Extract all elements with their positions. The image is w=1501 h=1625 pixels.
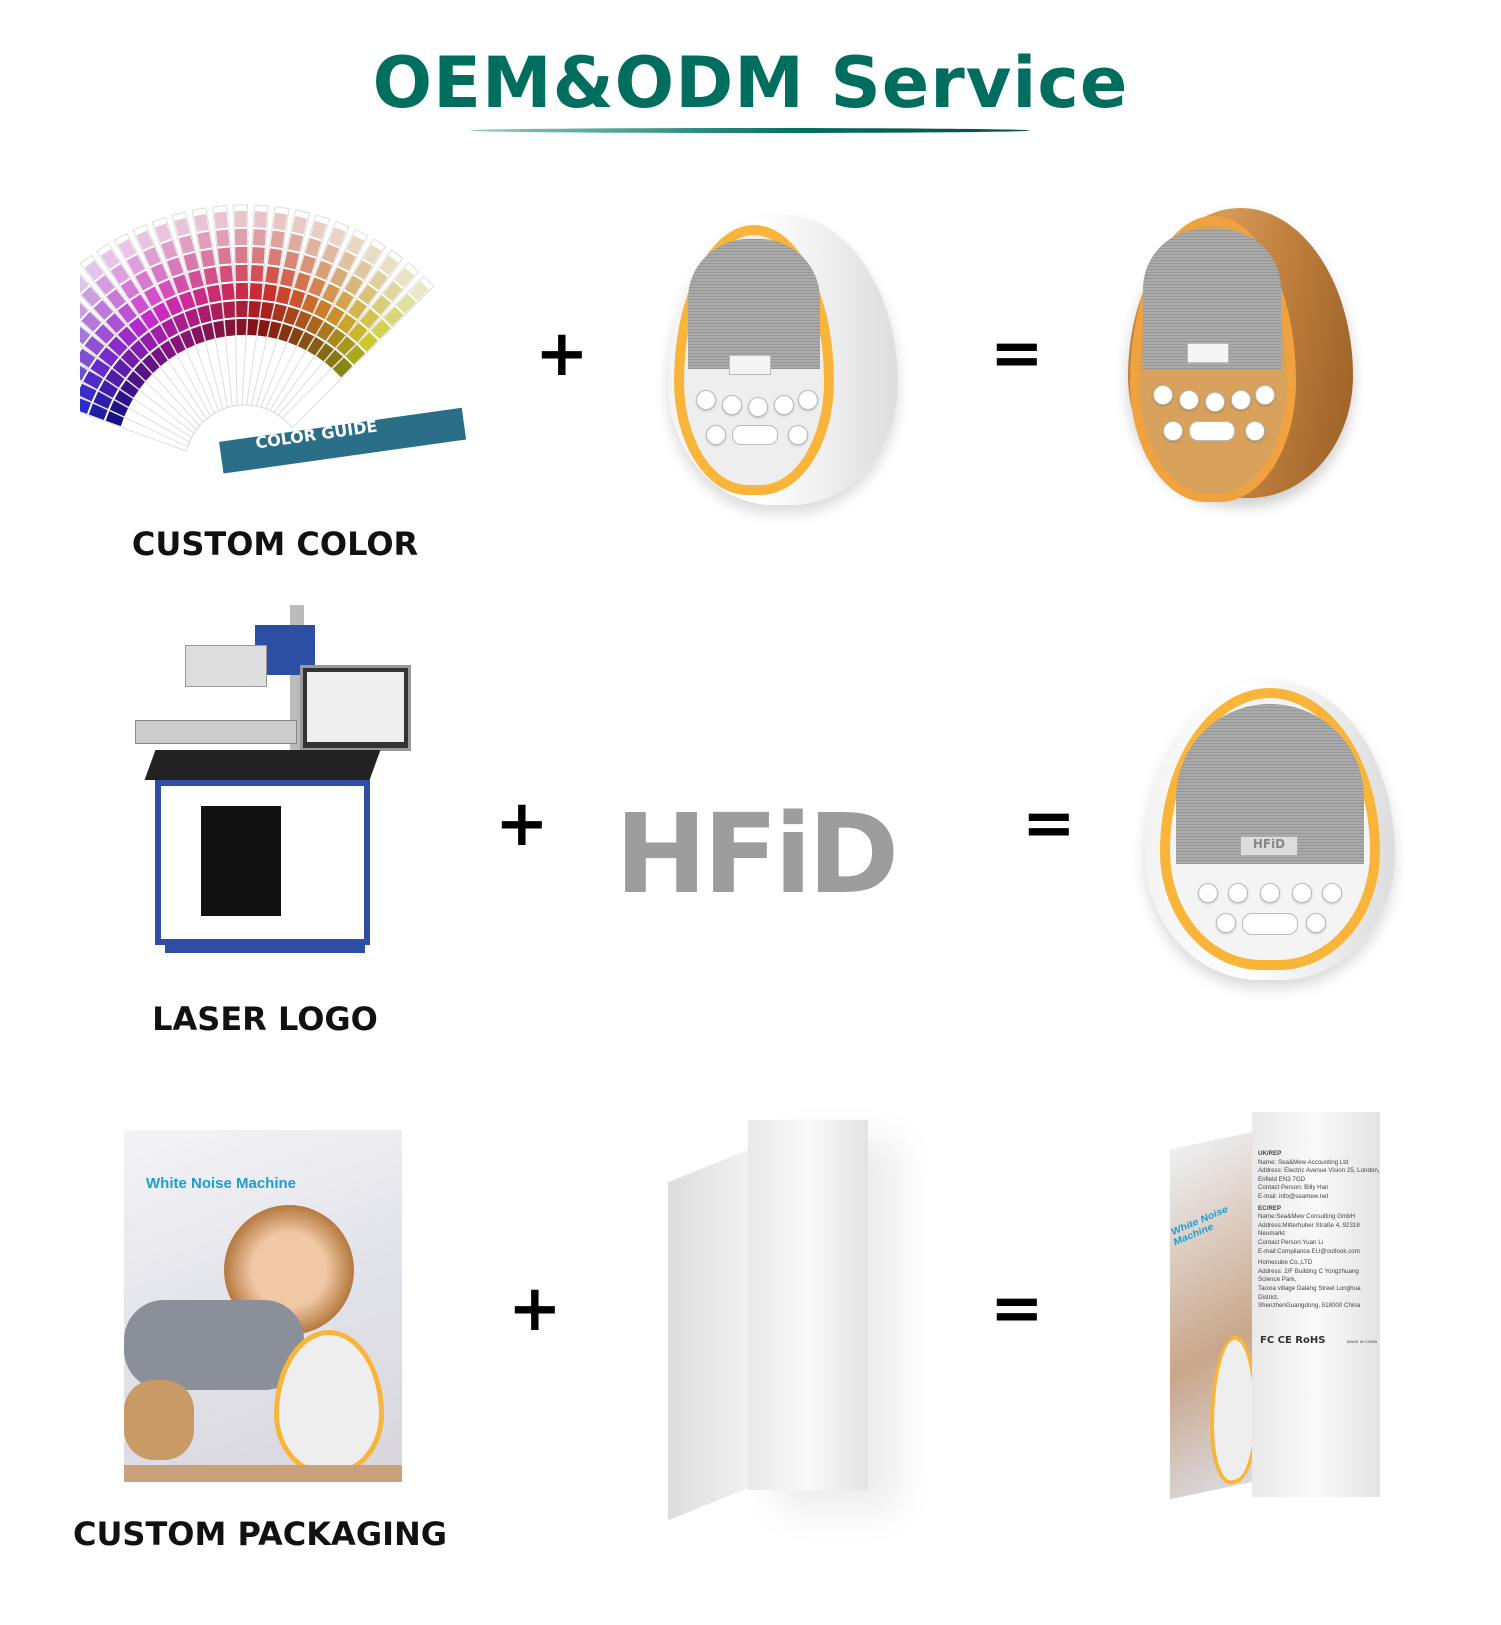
box-side-title: White Noise Machine	[1170, 1204, 1229, 1249]
made-in-text: MADE IN CHINA	[1347, 1339, 1378, 1344]
blank-box-image	[668, 1120, 868, 1521]
box-label-line: E-mail: info@seamew.net	[1258, 1192, 1329, 1200]
page-title: OEM&ODM Service	[372, 42, 1129, 124]
custom-color-label: CUSTOM COLOR	[131, 525, 419, 563]
color-swatch-strip	[250, 209, 311, 409]
laser-logo-label: LASER LOGO	[152, 1000, 378, 1038]
hfid-logo: HFiD	[615, 790, 899, 918]
laser-engraving-machine-image	[135, 605, 415, 985]
custom-packaging-label: CUSTOM PACKAGING	[72, 1515, 448, 1553]
color-swatch-strip	[80, 331, 197, 443]
packaging-cover-image: White Noise Machine	[124, 1130, 402, 1482]
plus-sign: +	[508, 1272, 562, 1346]
box-label-line: Address: 2/F Building C Yongzhuang Scien…	[1258, 1267, 1359, 1284]
white-noise-device-plain	[668, 215, 898, 505]
equals-sign: =	[1022, 787, 1076, 861]
white-noise-device-wood	[1128, 208, 1353, 502]
box-label-line: ShenzhenGuangdong, 518000 China	[1258, 1302, 1361, 1310]
plus-sign: +	[535, 317, 589, 391]
color-swatch-strip	[246, 206, 290, 408]
color-swatch-strip	[255, 214, 331, 411]
cert-marks: FC CE RoHS	[1260, 1335, 1326, 1346]
box-label-line: Enfield EN3 7GD	[1258, 1175, 1306, 1183]
color-swatch-strip	[80, 254, 215, 423]
device-engraved-logo: HFiD	[1240, 836, 1298, 856]
color-guide-fan-image	[80, 204, 467, 474]
color-swatch-strip	[232, 204, 252, 406]
box-label-line: Taoxia village Dalang Street Longhua Dis…	[1258, 1284, 1361, 1301]
box-label-line: EC/REP	[1258, 1204, 1282, 1212]
color-swatch-strip	[80, 267, 211, 427]
box-label-line: UK/REP	[1258, 1150, 1282, 1157]
box-label-line: Name:Sea&Mew Consulting GmbH	[1258, 1213, 1355, 1221]
equals-sign: =	[990, 1272, 1044, 1346]
white-noise-device-logo: HFiD	[1145, 680, 1395, 980]
cover-title: White Noise Machine	[146, 1175, 297, 1192]
box-label-line: Address:Mitterhuber Straße 4, 92318 Neum…	[1258, 1221, 1360, 1238]
box-label-line: Homecube Co.,LTD	[1258, 1259, 1313, 1267]
plus-sign: +	[495, 787, 549, 861]
box-label-line: Name: Sea&Mew Accounting Ltd	[1258, 1158, 1349, 1166]
box-label-line: Contact Person: Billy Han	[1258, 1184, 1329, 1192]
color-guide-band	[219, 407, 467, 474]
color-swatch-strip	[269, 238, 387, 418]
box-label-line: E-mail:Compliance.EU@outlook.com	[1258, 1247, 1360, 1255]
box-label-line: Contact Person:Yuan Li	[1258, 1238, 1324, 1246]
color-swatch-strip	[281, 275, 435, 429]
title-underline	[470, 128, 1030, 133]
box-label-line: Address: Electric Avenue Vision 25, Lond…	[1258, 1167, 1380, 1175]
equals-sign: =	[990, 317, 1044, 391]
color-swatch-strip	[241, 204, 269, 407]
